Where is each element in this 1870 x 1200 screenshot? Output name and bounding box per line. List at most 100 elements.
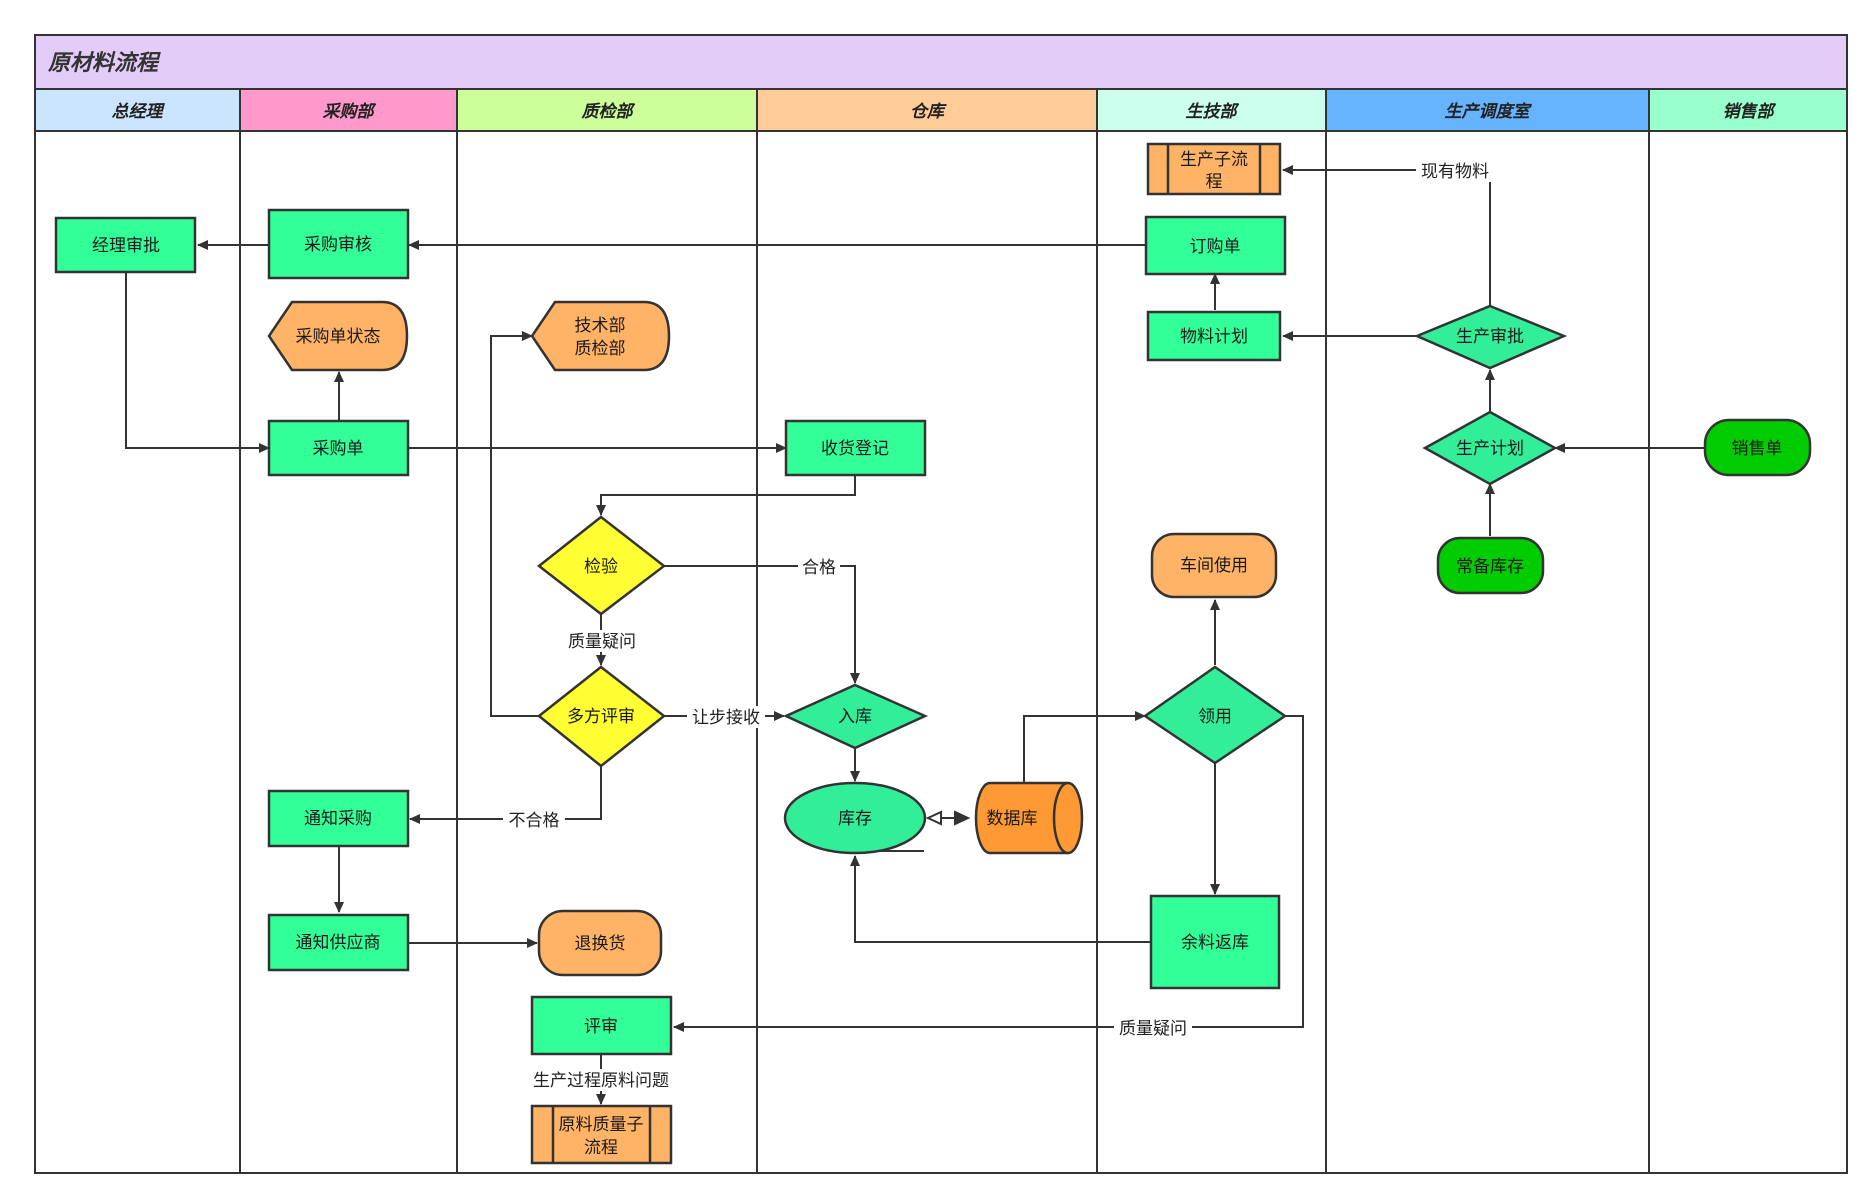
node-label: 生产审批 [1456,327,1524,347]
edge-label-quality-doubt: 质量疑问 [568,632,636,652]
lane-header-dispatch: 生产调度室 [1325,88,1650,132]
node-sales-order[interactable]: 销售单 [1703,418,1812,477]
nodes: 经理审批 采购审核 采购单状态 采购单 通知采购 通知供应商 技术部 质检部 [54,142,1812,1165]
node-notify-supplier[interactable]: 通知供应商 [267,913,410,972]
node-notify-purchase[interactable]: 通知采购 [267,789,410,848]
edge-label-bg [798,556,840,578]
node-receive-register[interactable]: 收货登记 [784,419,927,477]
node-label: 常备库存 [1456,557,1524,577]
node-label-line2: 流程 [584,1138,618,1158]
lane-header-bg [34,88,241,132]
node-label: 车间使用 [1180,555,1248,576]
edge-label-bg [503,808,565,830]
node-label-line1: 原料质量子 [559,1115,644,1135]
lane-header-general-manager: 总经理 [34,88,241,132]
connectors [125,165,1705,1105]
edge-labels: 现有物料 合格 质量疑问 让步接收 不合格 质量疑问 生产过程原料问题 [503,160,1494,1091]
node-label: 评审 [584,1017,618,1037]
node-inspect[interactable]: 检验 [536,515,667,616]
node-label: 数据库 [987,809,1038,829]
display-shape [530,300,671,372]
decision-diamond [1413,304,1568,370]
node-standard-stock[interactable]: 常备库存 [1436,536,1545,595]
edge-multireview-to-techqc [490,331,539,717]
node-po-status[interactable]: 采购单状态 [267,300,409,372]
node-label: 余料返库 [1181,933,1249,953]
swimlane-pool: 原材料流程 总经理 采购部 质检部 仓库 生技部 生产调度室 销售部 [34,34,1848,1174]
node-label: 入库 [838,707,872,727]
decision-diamond [782,683,929,750]
node-label: 生产计划 [1456,439,1524,459]
subprocess-box [530,1104,673,1165]
edge-manager-to-po [125,272,270,453]
node-purchase-review[interactable]: 采购审核 [267,208,410,280]
edge-requisition-to-review [673,715,1304,1032]
node-workshop-use[interactable]: 车间使用 [1150,532,1278,599]
lane-body-dispatch [1325,130,1650,1174]
node-requisition[interactable]: 领用 [1142,665,1288,765]
node-database[interactable]: 数据库 [974,781,1084,855]
lane-header-technology: 生技部 [1096,88,1327,132]
edge-label-quality-doubt-2: 质量疑问 [1119,1019,1187,1039]
terminal-shape [1703,418,1812,477]
node-surplus-return[interactable]: 余料返库 [1149,894,1281,990]
node-label-line1: 技术部 [575,316,626,336]
node-review[interactable]: 评审 [530,995,673,1056]
node-order-form[interactable]: 订购单 [1144,215,1287,276]
node-manager-approve[interactable]: 经理审批 [54,216,197,274]
edge-label-concession: 让步接收 [692,708,760,728]
lane-header-label: 采购部 [323,102,377,122]
node-material-plan[interactable]: 物料计划 [1146,310,1282,362]
lane-header-quality: 质检部 [456,88,758,132]
node-production-plan[interactable]: 生产计划 [1422,410,1558,486]
edge-label-qualified: 合格 [802,558,836,578]
node-production-approve[interactable]: 生产审批 [1413,304,1568,370]
display-shape [267,300,409,372]
lane-body-general-manager [34,130,241,1174]
lane-header-label: 生产调度室 [1445,102,1533,122]
node-production-subprocess[interactable]: 生产子流 程 [1146,142,1282,196]
terminal-ellipse [783,781,927,855]
lane-body-warehouse [756,130,1098,1174]
node-purchase-order[interactable]: 采购单 [267,419,410,477]
lane-header-bg [1325,88,1650,132]
node-label: 采购单 [313,439,364,459]
node-label: 采购审核 [304,235,372,255]
edge-label-raw-problem: 生产过程原料问题 [533,1071,669,1091]
arrowhead-to-database [954,810,971,826]
terminal-shape [1150,532,1278,599]
node-label: 物料计划 [1180,327,1248,347]
edge-multireview-to-notify [409,766,602,824]
subprocess-box [1146,142,1282,196]
node-store-in[interactable]: 入库 [782,683,929,750]
node-raw-quality-subprocess[interactable]: 原料质量子 流程 [530,1104,673,1165]
node-label: 订购单 [1190,237,1241,257]
edge-label-bg [1416,160,1494,182]
lane-body-sales [1648,130,1848,1174]
node-label: 库存 [838,809,872,829]
lane-header-label: 销售部 [1723,102,1777,122]
decision-diamond [1422,410,1558,486]
node-multi-review[interactable]: 多方评审 [536,665,667,768]
process-box [267,419,410,477]
node-label-line2: 质检部 [575,339,626,359]
node-label: 通知供应商 [296,933,381,953]
edge-label-bg [526,1069,676,1091]
node-label: 领用 [1198,707,1232,727]
node-return-exchange[interactable]: 退换货 [537,909,663,977]
process-box [267,208,410,280]
node-label-line1: 生产子流 [1180,150,1248,170]
edge-receive-to-inspect [596,475,856,516]
edge-label-bg [563,630,641,652]
node-inventory[interactable]: 库存 [783,781,927,855]
node-label-line2: 程 [1206,172,1223,192]
node-label: 多方评审 [567,707,635,727]
edge-approve-to-subprocess [1282,165,1491,305]
edge-label-existing-material: 现有物料 [1421,162,1489,182]
node-tech-qc[interactable]: 技术部 质检部 [530,300,671,372]
edge-label-bg [687,706,765,728]
node-label: 通知采购 [304,809,372,829]
node-label: 检验 [584,557,618,577]
terminal-shape [537,909,663,977]
